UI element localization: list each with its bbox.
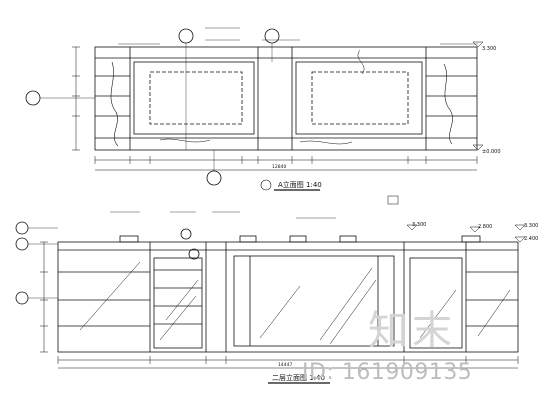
level-mark: ±0.000 <box>482 149 501 155</box>
upper-elevation-outline <box>94 46 478 151</box>
section-callout <box>206 170 222 186</box>
level-mark: 3.300 <box>412 222 426 228</box>
watermark-id-label: ID: 161909135 <box>302 360 473 385</box>
level-mark: 3.300 <box>524 223 538 229</box>
section-callout <box>264 28 280 44</box>
level-mark: 2.400 <box>524 236 538 242</box>
lower-elevation-outline <box>57 241 519 353</box>
section-callout <box>188 248 200 260</box>
section-callout <box>15 237 29 251</box>
section-callout <box>15 291 29 305</box>
section-callout <box>178 28 194 44</box>
total-dimension: 14447 <box>278 362 292 368</box>
level-mark: 2.800 <box>478 224 492 230</box>
level-mark: 3.300 <box>482 46 496 52</box>
section-callout <box>15 221 29 235</box>
total-dimension: 12840 <box>272 164 286 170</box>
upper-elevation <box>25 27 484 191</box>
lower-elevation-title: 二层立面图 1:40 <box>272 373 325 382</box>
watermark-logo-text: 知末 <box>368 308 456 354</box>
section-callout <box>180 228 192 240</box>
upper-elevation-title: A立面图 1:40 <box>278 180 322 189</box>
lower-elevation <box>15 195 526 384</box>
section-callout <box>25 90 41 106</box>
drawing-annotations: A立面图 1:40 3.300 ±0.000 12840 二层立面图 1:40 … <box>272 46 538 382</box>
